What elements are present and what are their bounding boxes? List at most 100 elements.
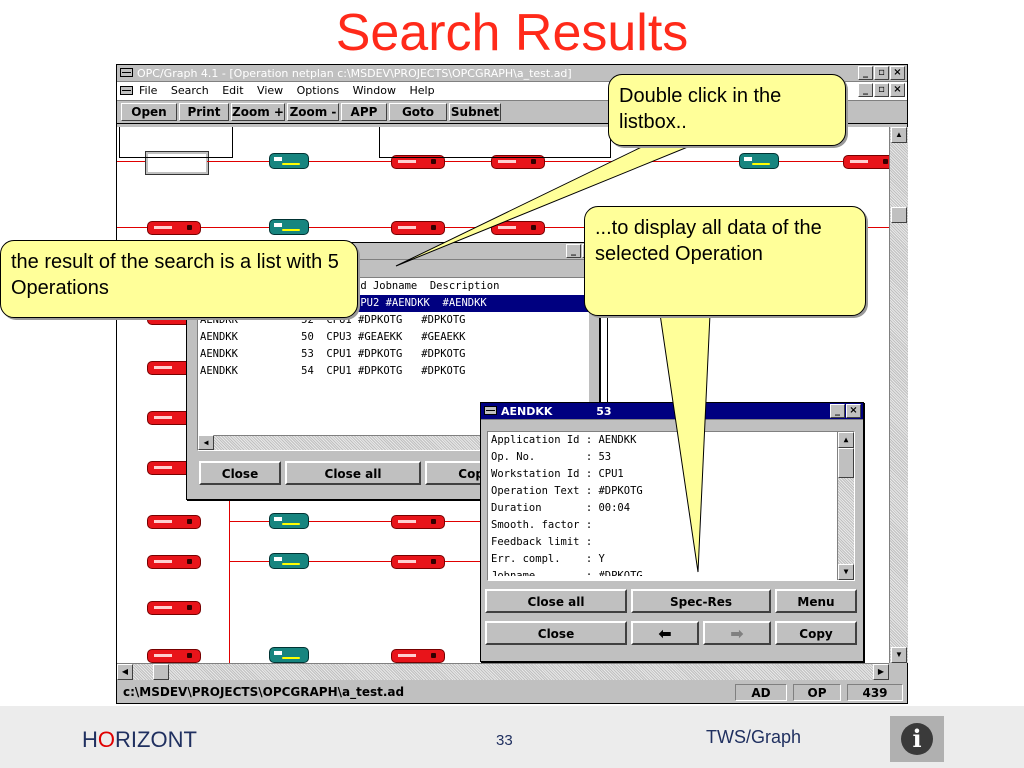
netplan-node[interactable]	[269, 219, 309, 235]
list-item[interactable]: AENDKK 54 CPU1 #DPKOTG #DPKOTG	[200, 365, 466, 377]
spec-res-button[interactable]: Spec-Res	[631, 589, 771, 613]
status-op: OP	[793, 684, 841, 701]
menu-search[interactable]: Search	[170, 84, 209, 97]
netplan-node[interactable]	[391, 221, 445, 235]
app-title: OPC/Graph 4.1 - [Operation netplan c:\MS…	[137, 67, 572, 80]
menu-options[interactable]: Options	[296, 84, 340, 97]
detail-line: Duration : 00:04	[491, 502, 631, 514]
slide-footer	[0, 706, 1024, 768]
detail-close-all-button[interactable]: Close all	[485, 589, 627, 613]
search-close-button[interactable]: Close	[199, 461, 281, 485]
detail-minimize-button[interactable]: _	[830, 404, 845, 418]
status-path: c:\MSDEV\PROJECTS\OPCGRAPH\a_test.ad	[123, 685, 405, 699]
netplan-node[interactable]	[391, 649, 445, 663]
detail-line: Smooth. factor :	[491, 519, 593, 531]
netplan-node[interactable]	[491, 221, 545, 235]
vertical-scrollbar[interactable]: ▲ ▼	[889, 127, 908, 663]
detail-system-menu-icon[interactable]	[484, 406, 497, 415]
netplan-node[interactable]	[269, 553, 309, 569]
detail-line: Workstation Id : CPU1	[491, 468, 624, 480]
restore-button[interactable]: ▫	[874, 66, 889, 80]
doc-minimize-button[interactable]: _	[858, 83, 873, 97]
previous-arrow-icon[interactable]: ⬅	[631, 621, 699, 645]
netplan-node[interactable]	[147, 555, 201, 569]
next-arrow-icon[interactable]: ➡	[703, 621, 771, 645]
netplan-node[interactable]	[391, 155, 445, 169]
search-dialog-minimize-button[interactable]: _	[566, 244, 581, 258]
menu-edit[interactable]: Edit	[222, 84, 244, 97]
detail-scroll-up-icon[interactable]: ▲	[838, 432, 854, 448]
scroll-up-icon[interactable]: ▲	[891, 127, 907, 143]
detail-copy-button[interactable]: Copy	[775, 621, 857, 645]
horizontal-scrollbar[interactable]: ◀ ▶	[117, 663, 889, 680]
operation-detail-text[interactable]: Application Id : AENDKK Op. No. : 53 Wor…	[487, 431, 855, 581]
detail-vscrollbar[interactable]: ▲ ▼	[837, 432, 854, 580]
netplan-node[interactable]	[147, 221, 201, 235]
netplan-node[interactable]	[391, 555, 445, 569]
netplan-node[interactable]	[391, 515, 445, 529]
search-close-all-button[interactable]: Close all	[285, 461, 421, 485]
hscroll-thumb[interactable]	[153, 664, 169, 680]
slide-title: Search Results	[335, 4, 689, 62]
list-item[interactable]: AENDKK 53 CPU1 #DPKOTG #DPKOTG	[200, 348, 466, 360]
netplan-node[interactable]	[145, 151, 209, 175]
callout-display-data: ...to display all data of the selected O…	[584, 206, 866, 316]
callout-pointer	[659, 313, 711, 573]
netplan-node[interactable]	[269, 647, 309, 663]
netplan-node[interactable]	[147, 601, 201, 615]
netplan-node[interactable]	[491, 155, 545, 169]
menu-file[interactable]: File	[139, 84, 158, 97]
detail-line: Op. No. : 53	[491, 451, 612, 463]
detail-line: Operation Text : #DPKOTG	[491, 485, 643, 497]
list-item[interactable]: AENDKK 50 CPU3 #GEAEKK #GEAEKK	[200, 331, 466, 343]
scroll-thumb[interactable]	[891, 207, 907, 223]
close-window-button[interactable]: ×	[890, 66, 905, 80]
menu-window[interactable]: Window	[352, 84, 396, 97]
system-menu-icon[interactable]	[120, 68, 133, 77]
detail-line: Jobname : #DPKOTG	[491, 570, 643, 576]
status-mode: AD	[735, 684, 787, 701]
menu-button[interactable]: Menu	[775, 589, 857, 613]
page-number: 33	[496, 732, 513, 749]
detail-scroll-down-icon[interactable]: ▼	[838, 564, 854, 580]
doc-close-button[interactable]: ×	[890, 83, 905, 97]
goto-button[interactable]: Goto	[389, 103, 447, 121]
menu-view[interactable]: View	[257, 84, 284, 97]
document-menu-icon[interactable]	[120, 86, 133, 95]
zoom-out-button[interactable]: Zoom -	[287, 103, 339, 121]
list-scroll-left-icon[interactable]: ◀	[198, 435, 214, 450]
detail-line: Feedback limit :	[491, 536, 593, 548]
detail-close-button[interactable]: ×	[846, 404, 861, 418]
open-button[interactable]: Open	[121, 103, 177, 121]
netplan-node[interactable]	[147, 515, 201, 529]
doc-restore-button[interactable]: ▫	[874, 83, 889, 97]
detail-line: Application Id : AENDKK	[491, 434, 637, 446]
operation-detail-dialog: AENDKK 53 _ × Application Id : AENDKK Op…	[480, 402, 864, 662]
brand-logo: HORIZONT	[82, 727, 197, 752]
app-button[interactable]: APP	[341, 103, 387, 121]
netplan-node[interactable]	[147, 649, 201, 663]
print-button[interactable]: Print	[179, 103, 229, 121]
detail-scroll-thumb[interactable]	[838, 448, 854, 478]
subnet-button[interactable]: Subnet	[449, 103, 501, 121]
scroll-left-icon[interactable]: ◀	[117, 664, 133, 680]
product-name: TWS/Graph	[706, 727, 802, 747]
scroll-right-icon[interactable]: ▶	[873, 664, 889, 680]
detail-dialog-number: 53	[596, 405, 612, 418]
netplan-node[interactable]	[269, 513, 309, 529]
callout-search-result: the result of the search is a list with …	[0, 240, 358, 318]
detail-dialog-titlebar: AENDKK 53 _ ×	[481, 403, 863, 420]
scroll-down-icon[interactable]: ▼	[891, 647, 907, 663]
minimize-button[interactable]: _	[858, 66, 873, 80]
status-count: 439	[847, 684, 903, 701]
netplan-node[interactable]	[739, 153, 779, 169]
info-icon[interactable]: i	[890, 716, 944, 762]
callout-double-click: Double click in the listbox..	[608, 74, 846, 146]
detail-close-button2[interactable]: Close	[485, 621, 627, 645]
zoom-in-button[interactable]: Zoom +	[231, 103, 285, 121]
netplan-node[interactable]	[843, 155, 889, 169]
menu-help[interactable]: Help	[409, 84, 435, 97]
status-bar: c:\MSDEV\PROJECTS\OPCGRAPH\a_test.ad AD …	[117, 681, 907, 703]
netplan-node[interactable]	[269, 153, 309, 169]
